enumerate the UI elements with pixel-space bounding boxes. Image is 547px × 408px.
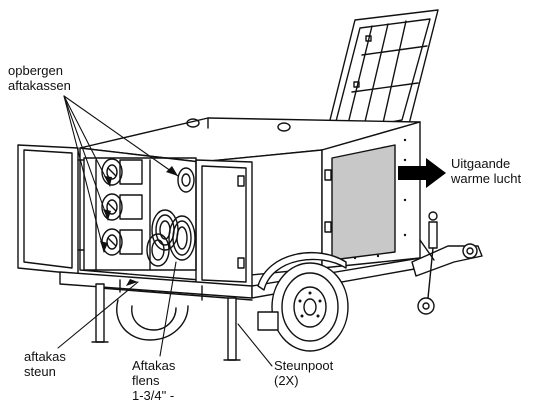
label-uitgaande-warme-lucht: Uitgaande warme lucht	[451, 156, 521, 186]
leader-lines	[57, 95, 273, 367]
label-opbergen-aftakassen: opbergen aftakassen	[8, 63, 71, 93]
label-steunpoot: Steunpoot (2X)	[274, 358, 333, 388]
rear-wheel	[116, 299, 189, 341]
drawbar-hitch	[411, 211, 483, 315]
support-leg-right	[223, 297, 241, 361]
pto-coupling-right	[177, 167, 195, 193]
label-aftakas-steun: aftakas steun	[24, 349, 66, 379]
label-line: Aftakas	[132, 358, 176, 373]
right-door	[195, 159, 253, 289]
label-line: aftakassen	[8, 78, 71, 93]
left-door	[17, 144, 85, 275]
label-line: aftakas	[24, 349, 66, 364]
label-line: warme lucht	[451, 171, 522, 186]
label-aftakas-flens: Aftakas flens 1-3/4" -	[132, 358, 175, 403]
main-wheel	[271, 262, 349, 352]
label-line: (2X)	[274, 373, 299, 388]
label-line: steun	[24, 364, 56, 379]
exhaust-vent-panel	[331, 144, 396, 261]
label-line: Uitgaande	[451, 156, 511, 171]
label-line: Steunpoot	[274, 358, 334, 373]
label-line: opbergen	[8, 63, 63, 78]
open-lid	[324, 9, 439, 141]
label-line: flens	[132, 373, 160, 388]
right-arrow-icon	[398, 158, 446, 188]
label-line: 1-3/4" -	[132, 388, 175, 403]
compartment-interior	[83, 157, 197, 271]
pto-flange-hoses	[146, 209, 196, 267]
